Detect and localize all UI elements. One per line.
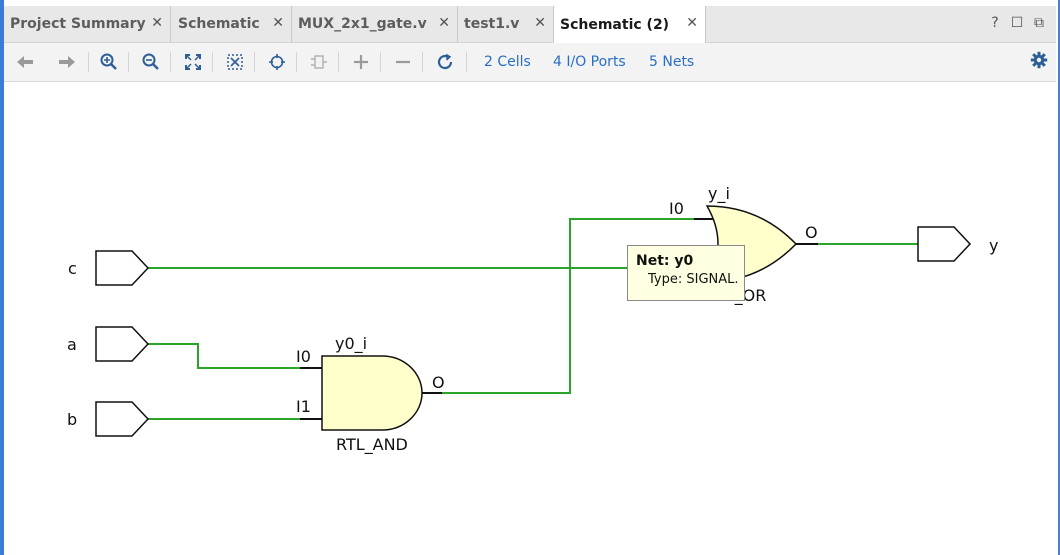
tab-label: Project Summary <box>10 16 146 32</box>
close-icon[interactable]: ✕ <box>686 15 698 31</box>
or-instance-label: y_i <box>708 184 730 204</box>
tab-mux-2x1-gate[interactable]: MUX_2x1_gate.v ✕ <box>292 6 458 42</box>
port-label-b: b <box>67 410 77 429</box>
net-tooltip: Net: y0 Type: SIGNAL. <box>627 245 745 301</box>
refresh-icon[interactable] <box>434 51 456 73</box>
tab-label: test1.v <box>464 16 520 32</box>
toolbar-separator <box>254 52 255 72</box>
and-type-label: RTL_AND <box>336 435 408 455</box>
schematic-canvas[interactable]: c a b y y0_i I0 I1 O RTL_AND y_i I0 O RT… <box>4 82 1058 555</box>
tab-label: MUX_2x1_gate.v <box>298 16 427 32</box>
schematic-toolbar: 2 Cells 4 I/O Ports 5 Nets <box>4 43 1056 82</box>
toolbar-separator <box>338 52 339 72</box>
locate-icon[interactable] <box>266 51 288 73</box>
tooltip-type: Type: SIGNAL. <box>648 272 739 287</box>
port-label-a: a <box>67 335 77 354</box>
tab-label: Schematic <box>178 16 260 32</box>
close-icon[interactable]: ✕ <box>534 15 546 31</box>
or-pin-i0-label: I0 <box>669 199 684 218</box>
shrink-icon[interactable] <box>392 51 414 73</box>
back-arrow-icon[interactable] <box>14 51 36 73</box>
window-right-edge <box>1058 0 1060 555</box>
cells-link[interactable]: 2 Cells <box>484 54 531 70</box>
output-port-y <box>917 226 972 262</box>
and-pin-stubs <box>300 367 322 420</box>
and-pin-i1-label: I1 <box>296 397 311 416</box>
gear-icon[interactable] <box>1030 51 1048 73</box>
window-left-edge <box>0 0 4 555</box>
port-label-y: y <box>989 236 998 255</box>
close-icon[interactable]: ✕ <box>151 15 163 31</box>
and-pin-i0-label: I0 <box>296 347 311 366</box>
toolbar-separator <box>380 52 381 72</box>
or-pin-o-label: O <box>805 223 818 242</box>
tab-schematic[interactable]: Schematic ✕ <box>172 6 292 42</box>
fit-view-icon[interactable] <box>182 51 204 73</box>
toolbar-separator <box>296 52 297 72</box>
input-port-c <box>95 250 150 286</box>
toolbar-separator <box>212 52 213 72</box>
toolbar-separator <box>88 52 89 72</box>
schematic-diagram[interactable]: c a b y y0_i I0 I1 O RTL_AND y_i I0 O RT… <box>4 82 1058 555</box>
input-port-b <box>95 401 150 437</box>
toolbar-separator <box>422 52 423 72</box>
tab-schematic-2[interactable]: Schematic (2) ✕ <box>554 6 706 43</box>
forward-arrow-icon[interactable] <box>56 51 78 73</box>
toolbar-separator <box>466 52 467 72</box>
nets-link[interactable]: 5 Nets <box>649 54 695 70</box>
net-y0 <box>442 218 704 394</box>
collapse-cell-icon[interactable] <box>308 51 330 73</box>
close-icon[interactable]: ✕ <box>272 15 284 31</box>
float-icon[interactable]: ⧉ <box>1034 15 1044 31</box>
and-gate <box>321 355 423 431</box>
input-port-a <box>95 326 150 362</box>
tab-project-summary[interactable]: Project Summary ✕ <box>4 6 171 42</box>
zoom-selection-icon[interactable] <box>224 51 246 73</box>
tooltip-title: Net: y0 <box>636 253 694 269</box>
and-instance-label: y0_i <box>335 334 367 354</box>
zoom-in-icon[interactable] <box>98 51 120 73</box>
restore-icon[interactable]: ☐ <box>1010 15 1024 31</box>
close-icon[interactable]: ✕ <box>438 15 450 31</box>
net-a <box>148 343 300 369</box>
tab-label: Schematic (2) <box>560 16 670 33</box>
zoom-out-icon[interactable] <box>140 51 162 73</box>
toolbar-separator <box>170 52 171 72</box>
toolbar-separator <box>128 52 129 72</box>
help-icon[interactable]: ? <box>991 15 999 31</box>
tab-test1[interactable]: test1.v ✕ <box>458 6 554 42</box>
window-controls: ? ☐ ⧉ <box>988 15 1046 31</box>
port-label-c: c <box>68 259 77 278</box>
and-pin-o-label: O <box>432 373 445 392</box>
tab-bar: Project Summary ✕ Schematic ✕ MUX_2x1_ga… <box>4 6 1056 43</box>
io-ports-link[interactable]: 4 I/O Ports <box>553 54 626 70</box>
expand-icon[interactable] <box>350 51 372 73</box>
